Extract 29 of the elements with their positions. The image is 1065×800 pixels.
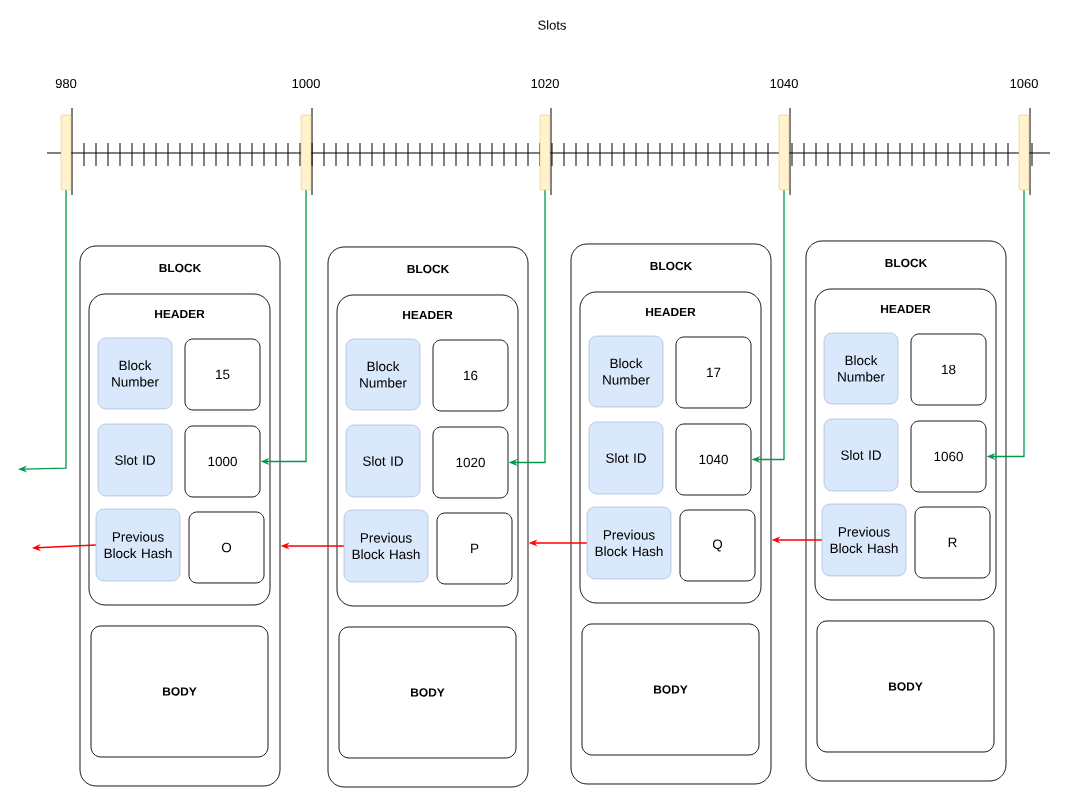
field-label-box: Previous Block Hash bbox=[343, 509, 429, 583]
title: Slots bbox=[538, 20, 566, 30]
field-value-box: O bbox=[188, 511, 265, 584]
field-value-box: 1060 bbox=[910, 420, 987, 493]
field-value-box: 1020 bbox=[432, 426, 509, 499]
field-value-box: 1000 bbox=[184, 425, 261, 498]
field-label-box: Slot ID bbox=[345, 424, 421, 498]
body-box: BODY bbox=[581, 623, 760, 756]
body-box: BODY bbox=[816, 620, 995, 753]
body-box: BODY bbox=[90, 625, 269, 758]
field-label-box: Block Number bbox=[823, 332, 899, 405]
field-label-box: Block Number bbox=[588, 335, 664, 408]
field-value-box: 1040 bbox=[675, 423, 752, 496]
field-value-box: R bbox=[914, 506, 991, 579]
field-value-box: 16 bbox=[432, 339, 509, 412]
field-value-box: 18 bbox=[910, 333, 987, 406]
field-value-box: 15 bbox=[184, 338, 261, 411]
field-value-box: 17 bbox=[675, 336, 752, 409]
field-value-box: Q bbox=[679, 509, 756, 582]
field-label-box: Slot ID bbox=[588, 421, 664, 495]
body-box: BODY bbox=[338, 626, 517, 759]
field-label-box: Previous Block Hash bbox=[586, 506, 672, 580]
field-label-box: Previous Block Hash bbox=[95, 508, 181, 582]
field-label-box: Block Number bbox=[97, 337, 173, 410]
field-label-box: Slot ID bbox=[97, 423, 173, 497]
field-value-box: P bbox=[436, 512, 513, 585]
field-label-box: Slot ID bbox=[823, 418, 899, 492]
field-label-box: Previous Block Hash bbox=[821, 503, 907, 577]
field-label-box: Block Number bbox=[345, 338, 421, 411]
